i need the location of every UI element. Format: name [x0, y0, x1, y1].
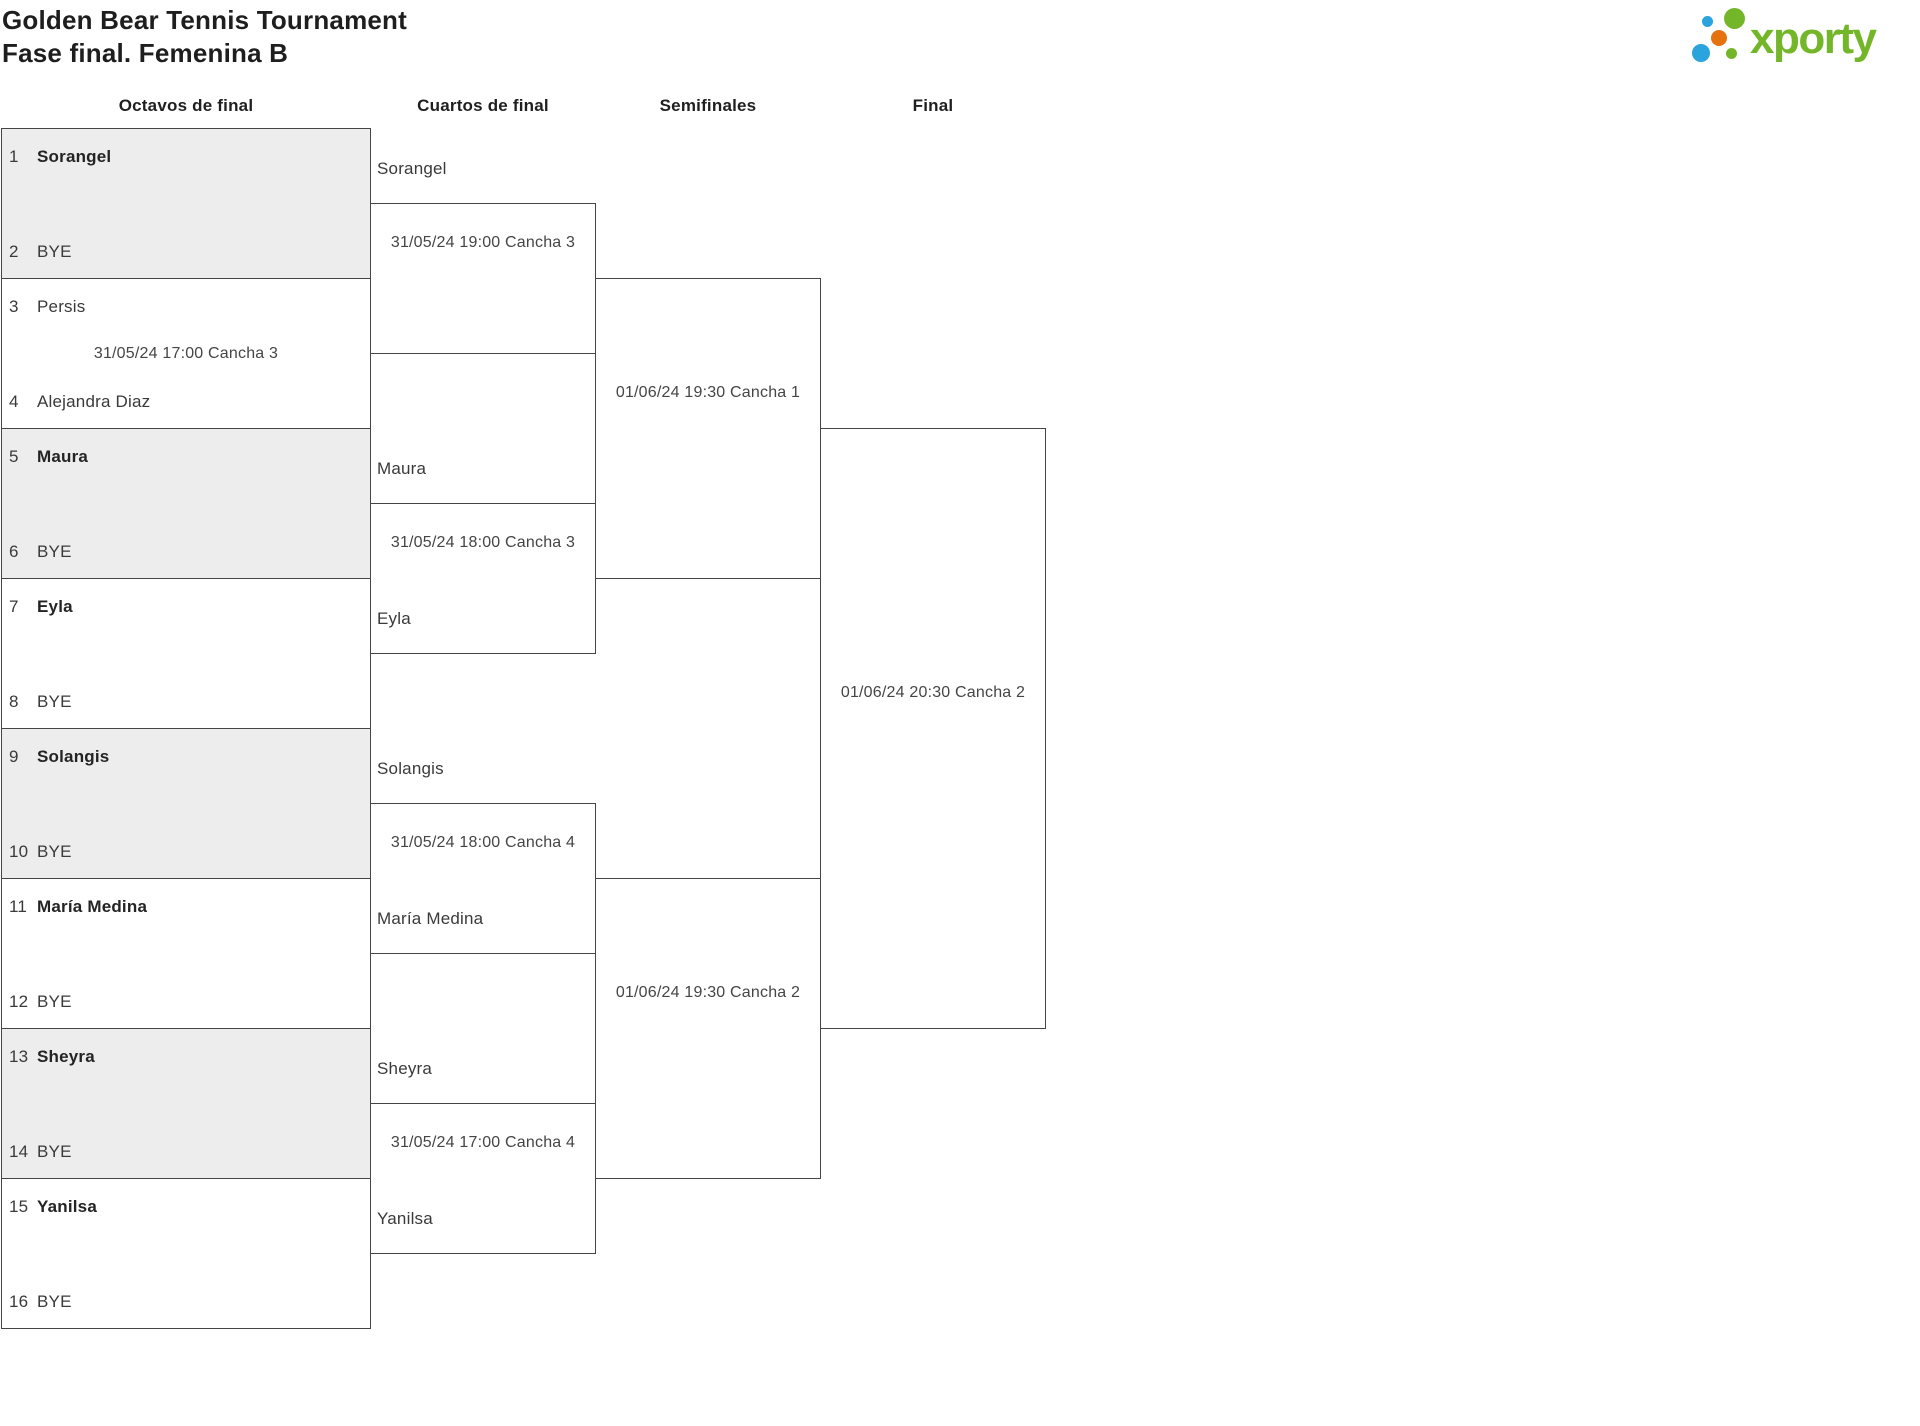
- logo-dot-blue-small: [1702, 16, 1713, 27]
- sf-match-2[interactable]: 01/06/24 19:30 Cancha 2: [595, 878, 821, 1179]
- match-date: 01/06/24 19:30 Cancha 2: [615, 984, 801, 1001]
- sf-match-1[interactable]: 01/06/24 19:30 Cancha 1: [595, 278, 821, 579]
- seed-label: 5: [9, 447, 19, 466]
- player-name: Eyla: [37, 597, 73, 616]
- player-name: Solangis: [37, 747, 110, 766]
- page-title: Golden Bear Tennis Tournament Fase final…: [2, 4, 407, 70]
- match-date: 31/05/24 18:00 Cancha 4: [390, 834, 576, 851]
- seed-label: 3: [9, 297, 19, 316]
- r16-match-5[interactable]: 9 Solangis 10 BYE: [1, 728, 371, 879]
- qf-match-3[interactable]: 31/05/24 18:00 Cancha 4: [370, 803, 596, 954]
- r16-match-6[interactable]: 11 María Medina 12 BYE: [1, 878, 371, 1029]
- match-date: 31/05/24 18:00 Cancha 3: [390, 534, 576, 551]
- logo-dot-green-small: [1726, 48, 1737, 59]
- round-header-final: Final: [912, 96, 954, 115]
- qf-match-1[interactable]: 31/05/24 19:00 Cancha 3: [370, 203, 596, 354]
- player-name: Sorangel: [37, 147, 112, 166]
- player-name: Sheyra: [37, 1047, 95, 1066]
- seed-label: 2: [9, 242, 19, 261]
- match-date: 31/05/24 17:00 Cancha 4: [390, 1134, 576, 1151]
- r16-match-2[interactable]: 3 Persis 31/05/24 17:00 Cancha 3 4 Alejand…: [1, 278, 371, 429]
- seed-label: 6: [9, 542, 19, 561]
- player-name: María Medina: [37, 897, 148, 916]
- bye-label: BYE: [37, 242, 72, 261]
- seed-label: 10: [9, 842, 29, 861]
- xporty-logo[interactable]: xporty: [1690, 6, 1920, 74]
- player-name: Alejandra Diaz: [37, 392, 151, 411]
- round-header-semifinales: Semifinales: [659, 96, 757, 115]
- logo-wordmark: xporty: [1750, 14, 1877, 63]
- bye-label: BYE: [37, 842, 72, 861]
- bye-label: BYE: [37, 542, 72, 561]
- r16-match-1[interactable]: 1 Sorangel 2 BYE: [1, 128, 371, 279]
- qf-match-4[interactable]: 31/05/24 17:00 Cancha 4: [370, 1103, 596, 1254]
- seed-label: 13: [9, 1047, 29, 1066]
- r16-match-8[interactable]: 15 Yanilsa 16 BYE: [1, 1178, 371, 1329]
- qf-player-label: Maura: [377, 459, 427, 478]
- match-date: 31/05/24 19:00 Cancha 3: [390, 234, 576, 251]
- round-header-cuartos: Cuartos de final: [417, 96, 549, 115]
- tournament-title: Golden Bear Tennis Tournament: [2, 5, 407, 35]
- round-header-octavos: Octavos de final: [118, 96, 254, 115]
- seed-label: 12: [9, 992, 29, 1011]
- match-date: 31/05/24 17:00 Cancha 3: [93, 344, 279, 362]
- bye-label: BYE: [37, 992, 72, 1011]
- qf-player-label: Solangis: [377, 759, 444, 778]
- seed-label: 8: [9, 692, 19, 711]
- qf-player-label: Sorangel: [377, 159, 447, 178]
- seed-label: 14: [9, 1142, 29, 1161]
- match-date: 01/06/24 19:30 Cancha 1: [615, 384, 801, 401]
- logo-dot-blue-large: [1692, 44, 1710, 62]
- r16-match-4[interactable]: 7 Eyla 8 BYE: [1, 578, 371, 729]
- phase-subtitle: Fase final. Femenina B: [2, 38, 289, 68]
- qf-player-label: Eyla: [377, 609, 411, 628]
- seed-label: 11: [9, 897, 28, 916]
- r16-match-3[interactable]: 5 Maura 6 BYE: [1, 428, 371, 579]
- seed-label: 1: [9, 147, 19, 166]
- seed-label: 15: [9, 1197, 29, 1216]
- final-match[interactable]: 01/06/24 20:30 Cancha 2: [820, 428, 1046, 1029]
- logo-dot-orange: [1711, 30, 1727, 46]
- qf-player-label: Sheyra: [377, 1059, 433, 1078]
- qf-match-2[interactable]: 31/05/24 18:00 Cancha 3: [370, 503, 596, 654]
- seed-label: 16: [9, 1292, 29, 1311]
- player-name: Maura: [37, 447, 89, 466]
- player-name: Yanilsa: [37, 1197, 97, 1216]
- seed-label: 4: [9, 392, 19, 411]
- bye-label: BYE: [37, 1142, 72, 1161]
- logo-dot-green-large: [1724, 8, 1745, 29]
- match-date: 01/06/24 20:30 Cancha 2: [840, 684, 1026, 701]
- bye-label: BYE: [37, 692, 72, 711]
- bye-label: BYE: [37, 1292, 72, 1311]
- player-name: Persis: [37, 297, 86, 316]
- qf-player-label: María Medina: [377, 909, 484, 928]
- seed-label: 7: [9, 597, 19, 616]
- qf-player-label: Yanilsa: [377, 1209, 433, 1228]
- r16-match-7[interactable]: 13 Sheyra 14 BYE: [1, 1028, 371, 1179]
- seed-label: 9: [9, 747, 19, 766]
